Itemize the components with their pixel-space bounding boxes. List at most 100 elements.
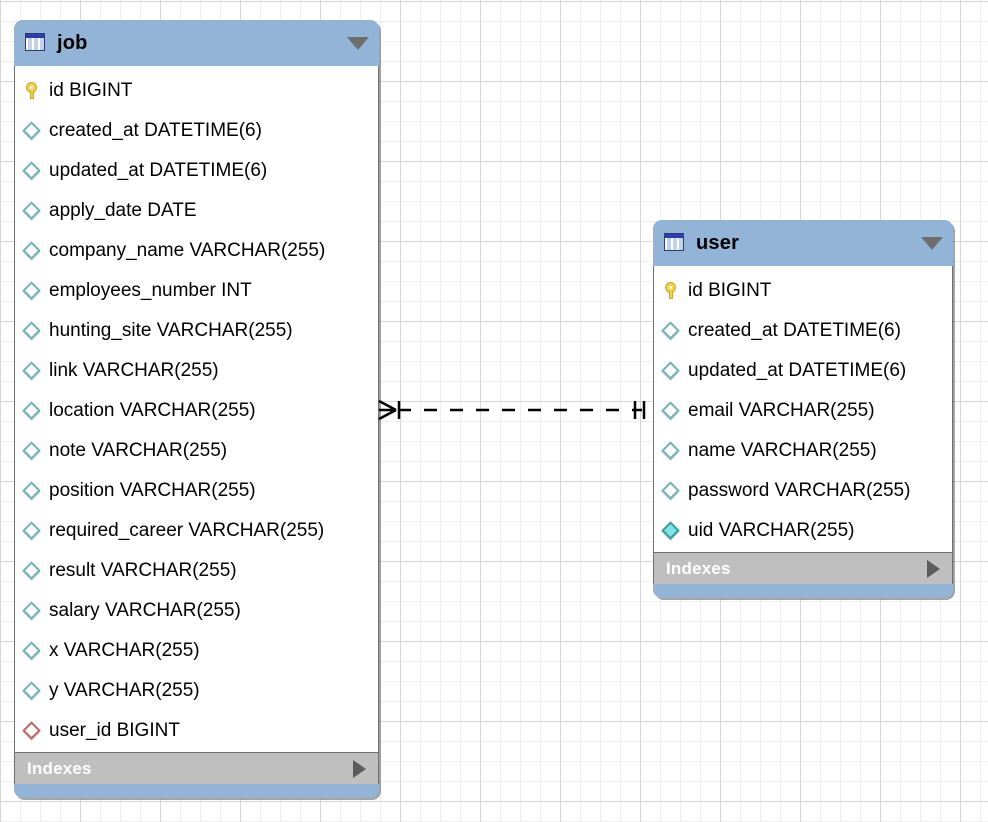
column-kind (661, 440, 688, 460)
column-kind (22, 400, 49, 420)
table-title-job: job (57, 31, 88, 54)
indexes-section-job[interactable]: Indexes (14, 752, 379, 784)
column-label: created_at DATETIME(6) (688, 319, 901, 341)
column-row[interactable]: location VARCHAR(255) (15, 390, 378, 430)
column-kind (661, 400, 688, 420)
column-row[interactable]: result VARCHAR(255) (15, 550, 378, 590)
diamond-icon (661, 480, 680, 500)
table-card-user[interactable]: user id BIGINT created_at DATETIME(6) upda… (653, 220, 953, 598)
column-kind (22, 120, 49, 140)
column-label: required_career VARCHAR(255) (49, 519, 325, 541)
caret-down-icon[interactable] (347, 36, 369, 50)
diamond-icon (22, 600, 41, 620)
column-row[interactable]: uid VARCHAR(255) (654, 510, 952, 550)
relationship-job-user[interactable] (378, 396, 650, 424)
crowsfoot-many-marker (378, 399, 397, 421)
column-label: y VARCHAR(255) (49, 679, 200, 701)
column-row[interactable]: created_at DATETIME(6) (654, 310, 952, 350)
column-label: salary VARCHAR(255) (49, 599, 241, 621)
table-card-job[interactable]: job id BIGINT created_at DATETIME(6) updat… (14, 20, 379, 798)
column-label: apply_date DATE (49, 199, 197, 221)
diamond-icon (22, 240, 41, 260)
column-row[interactable]: note VARCHAR(255) (15, 430, 378, 470)
diamond-icon (22, 480, 41, 500)
diamond-icon (22, 160, 41, 180)
column-kind (22, 600, 49, 620)
column-row[interactable]: id BIGINT (15, 70, 378, 110)
column-kind (661, 520, 688, 540)
column-label: link VARCHAR(255) (49, 359, 219, 381)
column-row[interactable]: required_career VARCHAR(255) (15, 510, 378, 550)
column-list-job: id BIGINT created_at DATETIME(6) updated_a… (14, 66, 379, 752)
column-row[interactable]: company_name VARCHAR(255) (15, 230, 378, 270)
diamond-fk-icon (22, 720, 41, 740)
column-label: company_name VARCHAR(255) (49, 239, 326, 261)
column-row[interactable]: created_at DATETIME(6) (15, 110, 378, 150)
column-kind (25, 81, 49, 99)
column-kind (22, 200, 49, 220)
column-kind (22, 280, 49, 300)
column-label: password VARCHAR(255) (688, 479, 911, 501)
caret-right-icon[interactable] (927, 559, 940, 578)
table-footer-job (14, 784, 379, 798)
diamond-icon (661, 360, 680, 380)
column-kind (661, 320, 688, 340)
column-row[interactable]: link VARCHAR(255) (15, 350, 378, 390)
column-kind (22, 160, 49, 180)
column-label: updated_at DATETIME(6) (49, 159, 268, 181)
column-row[interactable]: name VARCHAR(255) (654, 430, 952, 470)
column-row[interactable]: position VARCHAR(255) (15, 470, 378, 510)
diamond-icon (22, 640, 41, 660)
column-kind (22, 360, 49, 380)
diamond-icon (22, 200, 41, 220)
column-label: updated_at DATETIME(6) (688, 359, 907, 381)
column-kind (22, 480, 49, 500)
column-label: employees_number INT (49, 279, 252, 301)
column-row[interactable]: apply_date DATE (15, 190, 378, 230)
column-row[interactable]: salary VARCHAR(255) (15, 590, 378, 630)
table-header-user[interactable]: user (653, 220, 953, 266)
column-row[interactable]: updated_at DATETIME(6) (654, 350, 952, 390)
indexes-label: Indexes (666, 558, 731, 578)
diamond-icon (22, 400, 41, 420)
diamond-filled-icon (661, 520, 680, 540)
column-label: location VARCHAR(255) (49, 399, 256, 421)
diamond-icon (22, 680, 41, 700)
diamond-icon (661, 400, 680, 420)
table-header-job[interactable]: job (14, 20, 379, 66)
column-row[interactable]: y VARCHAR(255) (15, 670, 378, 710)
column-kind (22, 720, 49, 740)
column-kind (22, 680, 49, 700)
diamond-icon (22, 280, 41, 300)
column-label: position VARCHAR(255) (49, 479, 256, 501)
column-row[interactable]: updated_at DATETIME(6) (15, 150, 378, 190)
column-row[interactable]: hunting_site VARCHAR(255) (15, 310, 378, 350)
column-row[interactable]: x VARCHAR(255) (15, 630, 378, 670)
column-kind (22, 240, 49, 260)
column-kind (22, 560, 49, 580)
diamond-icon (22, 120, 41, 140)
column-row[interactable]: email VARCHAR(255) (654, 390, 952, 430)
indexes-label: Indexes (27, 758, 92, 778)
column-label: uid VARCHAR(255) (688, 519, 855, 541)
column-label: id BIGINT (688, 279, 772, 301)
column-label: email VARCHAR(255) (688, 399, 875, 421)
column-row[interactable]: id BIGINT (654, 270, 952, 310)
caret-down-icon[interactable] (921, 236, 943, 250)
column-kind (664, 281, 688, 299)
column-label: created_at DATETIME(6) (49, 119, 262, 141)
column-label: id BIGINT (49, 79, 133, 101)
column-label: note VARCHAR(255) (49, 439, 228, 461)
key-icon (25, 81, 39, 99)
column-kind (661, 480, 688, 500)
indexes-section-user[interactable]: Indexes (653, 552, 953, 584)
column-row[interactable]: user_id BIGINT (15, 710, 378, 750)
table-icon (664, 233, 686, 253)
column-kind (22, 520, 49, 540)
diamond-icon (22, 320, 41, 340)
diamond-icon (22, 360, 41, 380)
column-row[interactable]: employees_number INT (15, 270, 378, 310)
column-row[interactable]: password VARCHAR(255) (654, 470, 952, 510)
caret-right-icon[interactable] (353, 759, 366, 778)
